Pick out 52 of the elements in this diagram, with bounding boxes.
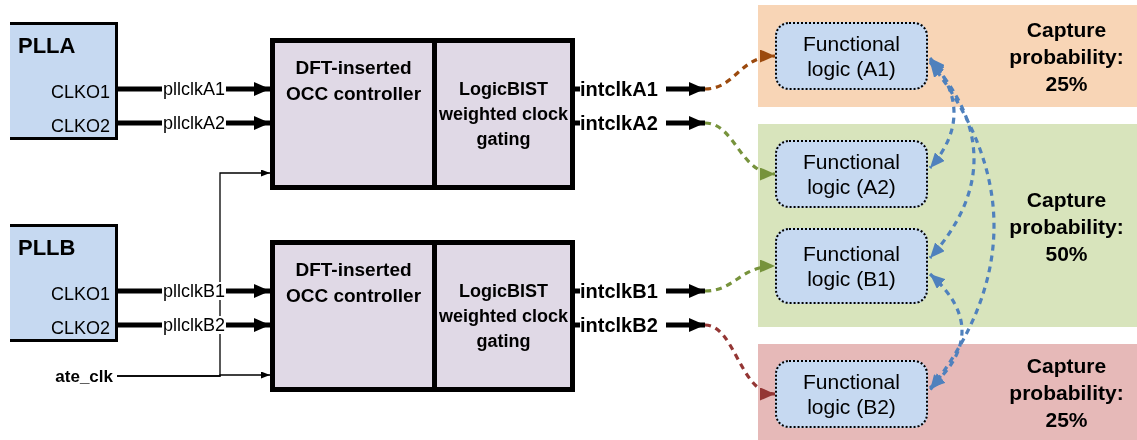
signal-label: intclkB2 xyxy=(580,315,658,335)
block-label: DFT-inserted OCC controller xyxy=(284,258,423,308)
block-label: DFT-inserted OCC controller xyxy=(284,56,423,106)
block-title: PLLB xyxy=(18,237,76,259)
probability-label: Capture probability: 50% xyxy=(1008,186,1125,266)
port-label: CLKO2 xyxy=(50,117,110,135)
signal-label: intclkA1 xyxy=(580,79,658,99)
signal-label: intclkB1 xyxy=(580,281,658,301)
arrow xyxy=(704,323,776,398)
logic-box xyxy=(775,228,928,304)
arrow xyxy=(666,82,705,96)
port-label: CLKO2 xyxy=(50,319,110,337)
probability-label: Capture probability: 25% xyxy=(1008,352,1125,433)
arrow xyxy=(928,57,956,169)
block-label: Functional logic (B1) xyxy=(802,241,901,291)
block-label: Functional logic (A1) xyxy=(802,31,901,81)
controller-block xyxy=(270,38,437,190)
signal-label: intclkA2 xyxy=(580,113,658,133)
pll-block xyxy=(10,224,118,342)
arrow xyxy=(116,371,271,379)
block-label: LogicBIST weighted clock gating xyxy=(437,279,569,353)
port-label: CLKO1 xyxy=(50,285,110,303)
block-title: PLLA xyxy=(18,35,76,57)
arrow xyxy=(666,116,705,130)
region-band xyxy=(758,344,1137,440)
edge-label: pllclkB1 xyxy=(162,282,226,300)
pll-block xyxy=(10,22,118,140)
logic-box xyxy=(775,22,928,90)
arrow xyxy=(666,284,705,298)
port-label: CLKO1 xyxy=(50,83,110,101)
region-band xyxy=(758,5,1137,107)
probability-label: Capture probability: 25% xyxy=(1008,16,1125,97)
logic-box xyxy=(775,140,928,208)
arrow xyxy=(704,260,776,293)
gating-block xyxy=(437,240,575,392)
arrow xyxy=(704,121,776,179)
block-label: Functional logic (B2) xyxy=(802,369,901,419)
edge-label: pllclkA1 xyxy=(162,80,226,98)
logic-box xyxy=(775,360,928,428)
arrow xyxy=(666,318,705,332)
arrow xyxy=(928,272,964,390)
signal-label: ate_clk xyxy=(55,367,113,385)
edge-label: pllclkA2 xyxy=(162,114,226,132)
gating-block xyxy=(437,38,575,190)
arrow xyxy=(928,59,976,259)
edge-label: pllclkB2 xyxy=(162,316,226,334)
region-band xyxy=(758,124,1137,327)
arrow xyxy=(704,50,776,91)
block-label: Functional logic (A2) xyxy=(802,149,901,199)
arrow xyxy=(928,61,996,391)
block-label: LogicBIST weighted clock gating xyxy=(437,77,569,151)
controller-block xyxy=(270,240,437,392)
